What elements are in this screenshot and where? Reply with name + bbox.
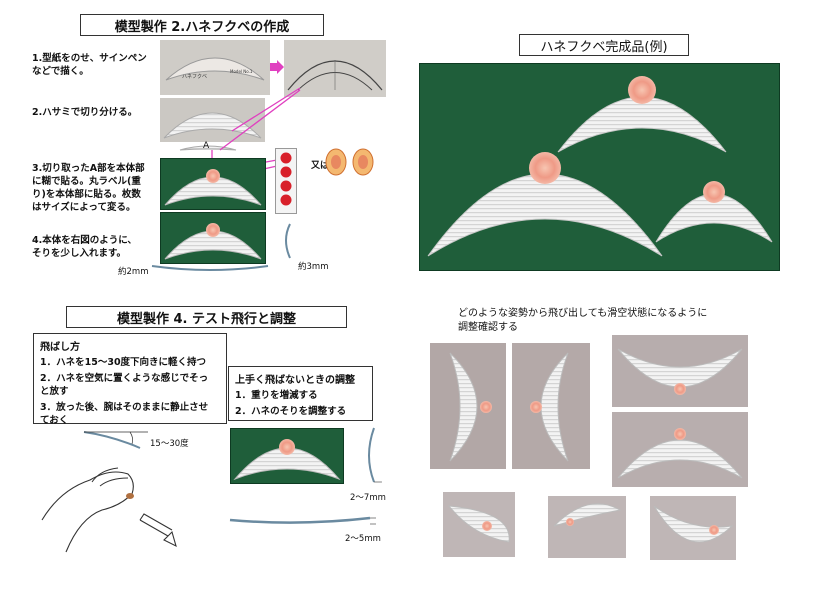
test-photo-3 — [612, 335, 748, 407]
step-2-text: 2.ハサミで切り分ける。 — [32, 107, 138, 118]
test-photo-2 — [512, 343, 590, 469]
section2-title: ハネフクベ完成品(例) — [519, 34, 689, 56]
dimension-a: 2～7mm — [350, 493, 386, 503]
launch-method-panel: 飛ばし方 1．ハネを15～30度下向きに軽く持つ 2．ハネを空気に置くような感じ… — [33, 333, 227, 426]
angle-label: 15～30度 — [150, 439, 189, 449]
step-4-text: 4.本体を右図のように、 そりを少し入れます。 — [32, 235, 137, 259]
or-label: 又は — [311, 161, 330, 171]
angle-illustration — [82, 428, 152, 454]
launch-step-2: 2．ハネを空気に置くような感じでそっ と放す — [40, 373, 209, 397]
side-curve-view — [360, 426, 384, 486]
curved-photo — [160, 212, 266, 264]
cut-photo — [160, 98, 265, 142]
section1-title: 模型製作 2.ハネフクベの作成 — [80, 14, 324, 36]
step-3-text: 3.切り取ったA部を本体部 に糊で貼る。丸ラベル(重 り)を本体部に貼る。枚数 … — [32, 163, 145, 213]
alt-weight-icon-1 — [325, 148, 347, 176]
finished-photo — [419, 63, 780, 271]
label-sheet — [275, 148, 297, 214]
test-photo-6 — [548, 496, 626, 558]
curve-dimension: 約3mm — [298, 262, 329, 272]
launch-step-1: 1．ハネを15～30度下向きに軽く持つ — [40, 357, 207, 368]
adjustment-panel: 上手く飛ばないときの調整 1．重りを増減する 2．ハネのそりを調整する — [228, 366, 373, 421]
adjust-photo — [230, 428, 344, 484]
test-photo-7 — [650, 496, 736, 560]
adjustment-heading: 上手く飛ばないときの調整 — [235, 375, 355, 386]
test-caption: どのような姿勢から飛び出しても滑空状態になるように 調整確認する — [458, 308, 708, 333]
flat-side-view — [228, 512, 378, 528]
hand-launch-illustration — [40, 460, 200, 560]
template-photo: ハネフクベ Model No.1 — [160, 40, 270, 95]
adjustment-step-1: 1．重りを増減する — [235, 390, 318, 401]
test-photo-1 — [430, 343, 506, 469]
launch-method-heading: 飛ばし方 — [40, 342, 80, 353]
curve-side-view — [278, 222, 298, 260]
arrow-right-icon — [270, 60, 284, 74]
launch-step-3: 3．放った後、腕はそのままに静止させ ておく — [40, 402, 209, 426]
test-photo-4 — [612, 412, 748, 487]
step-1-text: 1.型紙をのせ、サインペン などで描く。 — [32, 53, 147, 77]
dimension-b: 2～5mm — [345, 534, 381, 544]
traced-photo — [284, 40, 386, 97]
model-label: Model No.1 — [230, 69, 253, 74]
thickness-dimension: 約2mm — [118, 267, 149, 277]
template-label: ハネフクベ — [182, 74, 207, 80]
assembled-photo — [160, 158, 266, 210]
test-photo-5 — [443, 492, 515, 557]
part-a-label: A — [203, 141, 210, 151]
adjustment-step-2: 2．ハネのそりを調整する — [235, 406, 347, 417]
thickness-side-view — [150, 262, 270, 276]
alt-weight-icon-2 — [352, 148, 374, 176]
section3-title: 模型製作 4. テスト飛行と調整 — [66, 306, 347, 328]
